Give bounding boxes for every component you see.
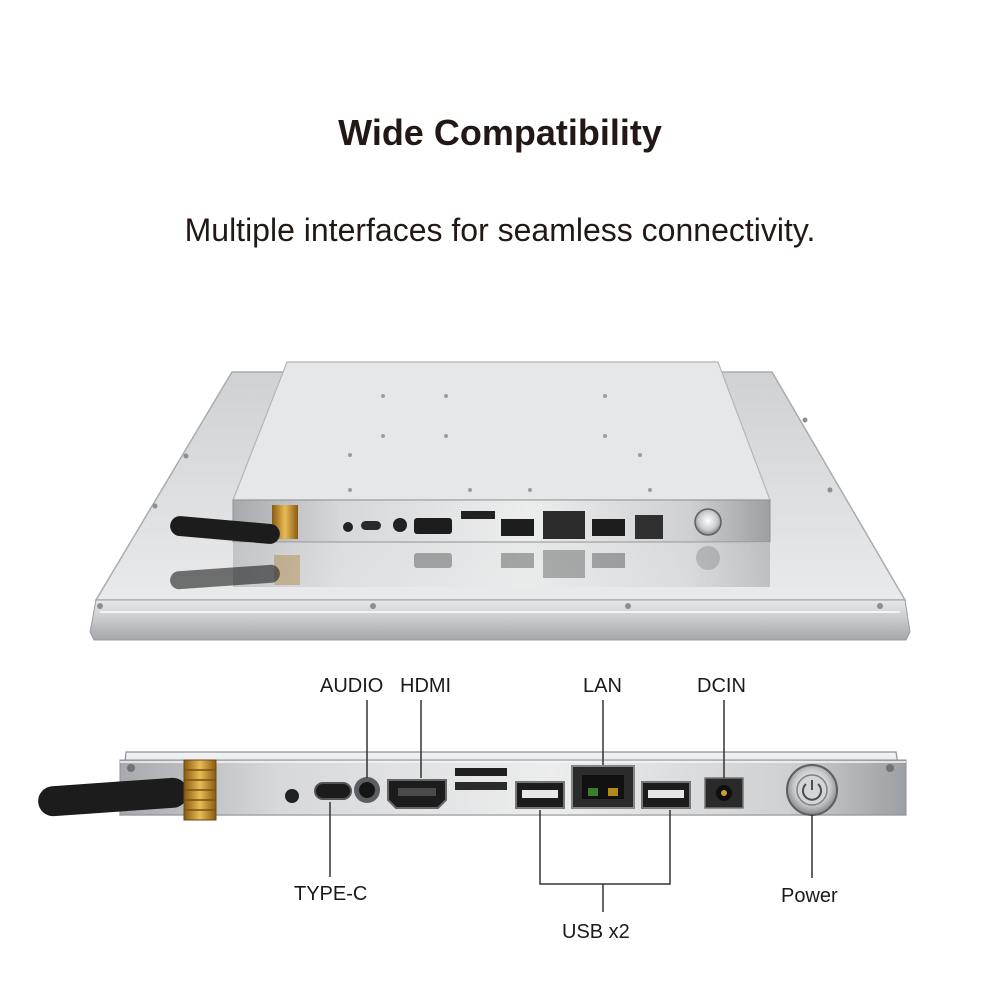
hdmi-port [387,779,447,809]
hdmi-label: HDMI [400,675,451,697]
chassis-top [232,361,771,501]
lan-port [571,765,635,809]
audio-label: AUDIO [320,675,383,697]
type-c-label: TYPE-C [294,883,367,905]
sd-card-slot [455,768,507,790]
type-c-port [314,782,352,800]
top-antenna [170,516,280,590]
page-title: Wide Compatibility [338,112,662,153]
wifi-antenna [38,759,217,821]
usb-port-2 [641,781,691,809]
usb-label: USB x2 [562,921,630,943]
power-label: Power [781,885,838,907]
top-port-row [272,505,722,539]
power-button [786,764,838,816]
page-subtitle: Multiple interfaces for seamless connect… [184,212,816,248]
callout-lines [329,700,813,912]
io-closeup: AUDIO HDMI LAN DCIN TYPE-C USB x2 Power [38,675,907,943]
lan-label: LAN [583,675,622,697]
dc-in-jack [704,777,744,809]
panel-pc-rear-view [89,361,911,641]
dcin-label: DCIN [697,675,746,697]
audio-jack [354,777,380,803]
usb-port-1 [515,781,565,809]
reset-hole [285,789,299,803]
